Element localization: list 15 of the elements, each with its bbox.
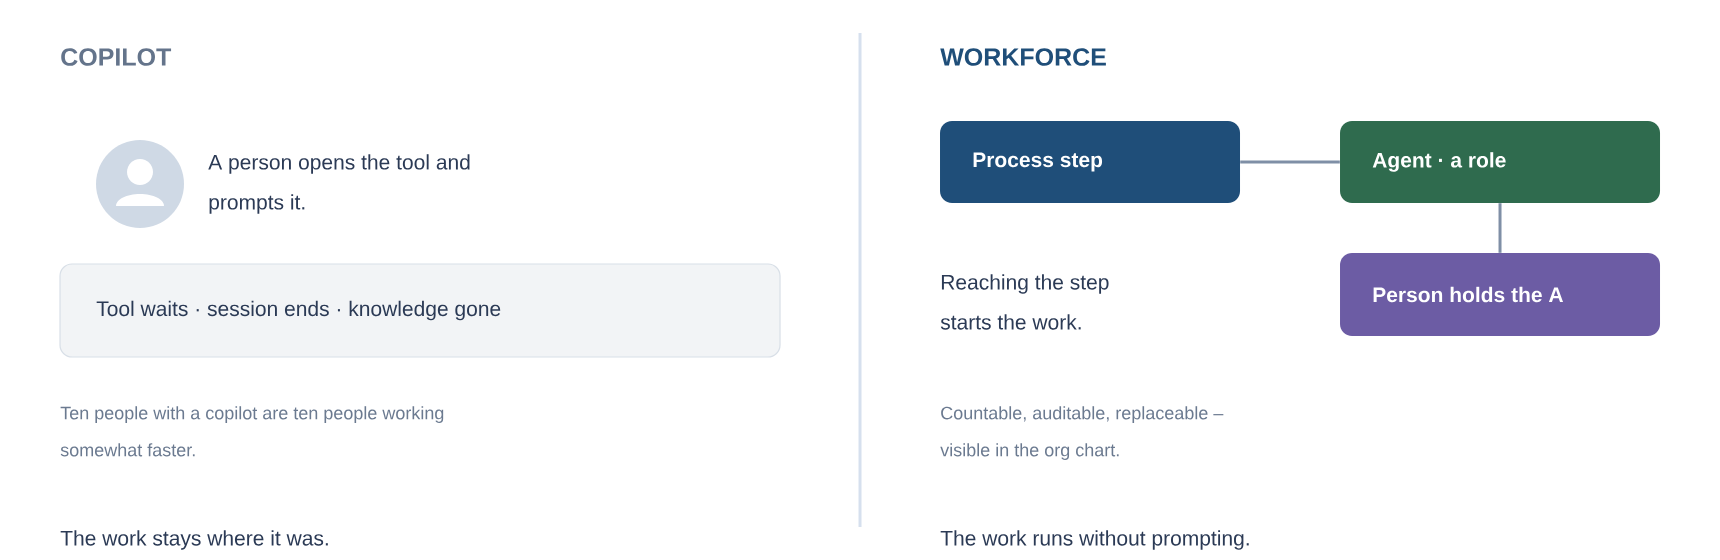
- column-heading: WORKFORCE: [940, 48, 1106, 66]
- person-avatar: [96, 140, 184, 228]
- status-box: Tool waits · session ends · knowledge gone: [59, 263, 781, 358]
- caption-text: A person opens the tool and prompts it.: [208, 154, 470, 214]
- conclusion-text: The work runs without prompting.: [940, 530, 1249, 550]
- connector-line: [1498, 203, 1502, 253]
- process-box: Process step: [940, 121, 1240, 203]
- connector-line: [1240, 160, 1340, 164]
- process-box: Agent · a role: [1340, 121, 1660, 203]
- note-text: Ten people with a copilot are ten people working somewhat faster.: [60, 406, 444, 457]
- column-heading: COPILOT: [61, 48, 172, 66]
- body-text: Reaching the step starts the work.: [940, 274, 1109, 330]
- conclusion-text: The work stays where it was.: [60, 530, 328, 550]
- process-box: Person holds the A: [1340, 253, 1660, 336]
- note-text: Countable, auditable, replaceable – visible in the org chart.: [940, 406, 1224, 460]
